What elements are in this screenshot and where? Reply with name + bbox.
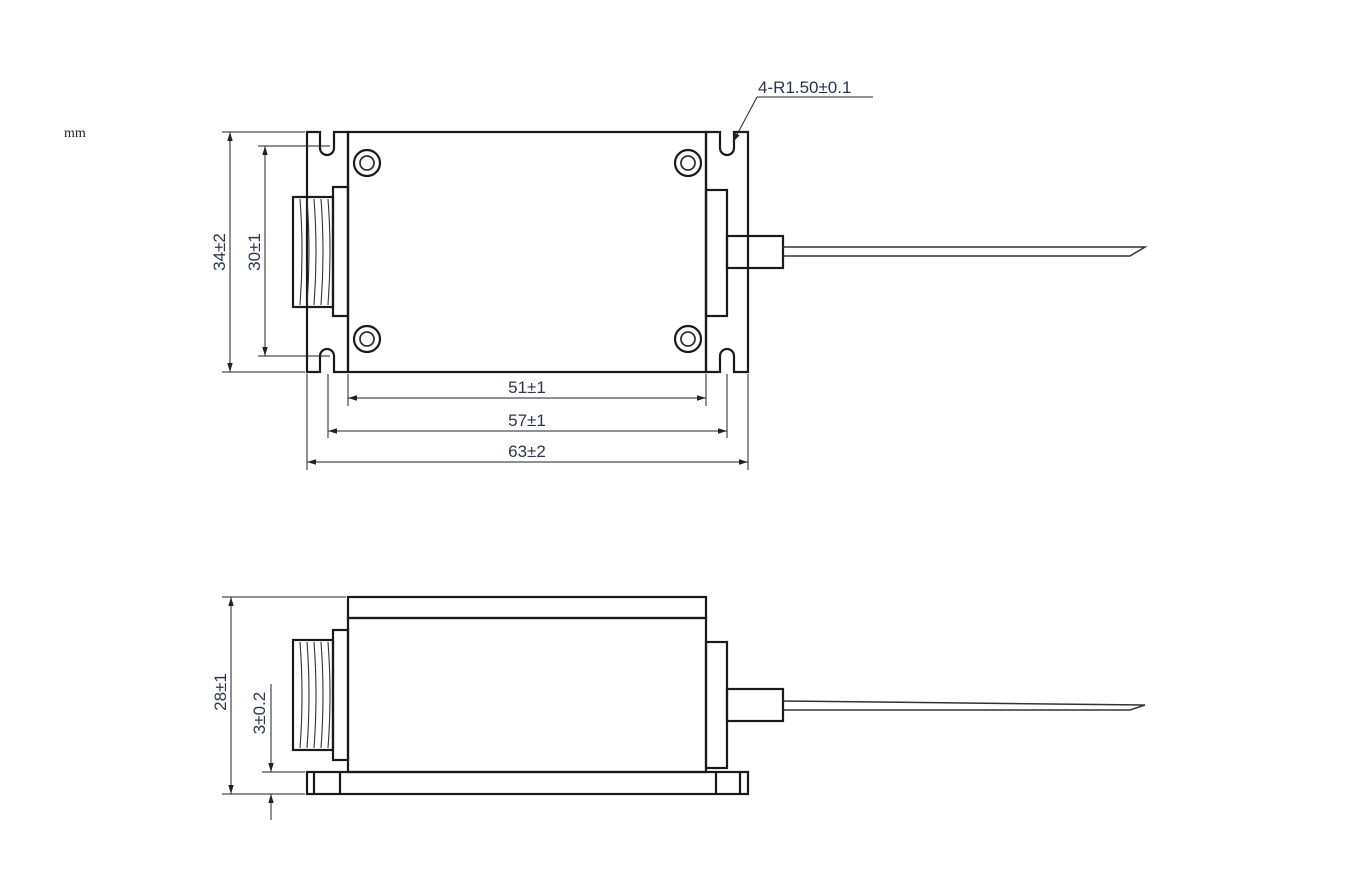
fiber-boot xyxy=(725,234,785,270)
fiber-pigtail xyxy=(783,246,1148,257)
dim-28: 28±1 xyxy=(211,673,230,711)
output-plate xyxy=(704,188,729,318)
dim-30: 30±1 xyxy=(245,233,264,271)
side-dimension-lines xyxy=(222,596,346,820)
side-view: 28±1 3±0.2 xyxy=(211,595,1146,820)
dim-57: 57±1 xyxy=(508,411,546,430)
dim-3: 3±0.2 xyxy=(250,692,269,734)
thread-lines xyxy=(299,198,331,306)
dim-51: 51±1 xyxy=(508,378,546,397)
dimension-lines xyxy=(222,96,873,470)
side-body xyxy=(346,616,708,774)
side-connector-thread xyxy=(291,638,335,752)
side-fiber-pigtail xyxy=(782,700,1146,711)
body-outline xyxy=(346,130,708,374)
dim-63: 63±2 xyxy=(508,442,546,461)
flange-outline xyxy=(305,130,350,374)
base-plate xyxy=(305,770,750,796)
top-cap xyxy=(346,595,708,620)
flange-outline-right xyxy=(704,130,750,374)
side-thread-lines xyxy=(299,641,331,749)
side-output-plate xyxy=(704,640,729,770)
unit-label: mm xyxy=(64,126,86,141)
side-fiber-boot xyxy=(725,687,785,723)
screw-holes xyxy=(352,148,703,354)
connector-thread xyxy=(291,195,335,309)
base-slot-lines xyxy=(312,772,742,794)
side-connector-plate xyxy=(331,628,350,762)
connector-plate xyxy=(331,185,350,318)
corner-radius-note: 4-R1.50±0.1 xyxy=(758,78,851,97)
top-view: 34±2 30±1 51±1 57±1 63±2 4-R1.50±0.1 xyxy=(210,78,1148,470)
dim-34: 34±2 xyxy=(210,233,229,271)
